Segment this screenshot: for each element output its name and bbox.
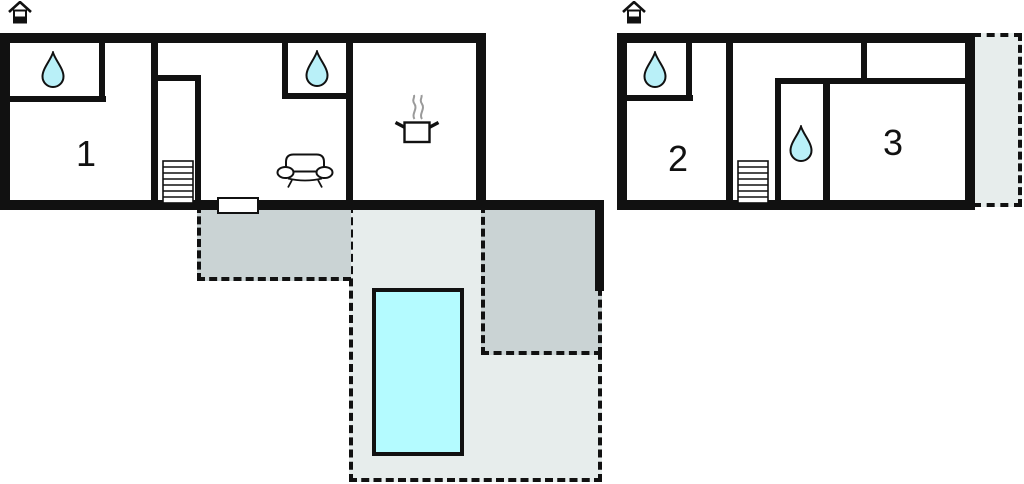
stairs-icon bbox=[162, 160, 194, 204]
water-drop-icon bbox=[789, 125, 813, 162]
bathroom1-wall-bottom bbox=[0, 96, 106, 102]
stairwell-wall-top bbox=[158, 75, 201, 81]
sofa-icon bbox=[276, 149, 334, 189]
room-label-3: 3 bbox=[882, 122, 904, 163]
bathroom4-wall-left bbox=[775, 80, 781, 200]
boundary-wall bbox=[595, 200, 604, 291]
pool bbox=[372, 288, 464, 456]
wall-top bbox=[617, 33, 975, 43]
wall-right bbox=[965, 33, 975, 210]
stairs-icon bbox=[737, 160, 769, 204]
stove-icon bbox=[393, 94, 441, 150]
bedroom2-wall bbox=[726, 43, 733, 200]
terrace-dark-right bbox=[481, 205, 602, 355]
bathroom3-wall-right bbox=[686, 43, 692, 101]
entrance-icon bbox=[622, 1, 646, 24]
water-drop-icon bbox=[41, 51, 65, 88]
hall-wall-horizontal bbox=[775, 78, 965, 84]
water-drop-icon bbox=[643, 51, 667, 88]
wall-left bbox=[0, 33, 10, 210]
boundary-wall bbox=[476, 200, 604, 210]
bathroom2-wall-left bbox=[282, 43, 288, 99]
bathroom1-wall-right bbox=[99, 43, 105, 102]
wall-left bbox=[617, 33, 627, 210]
room3-wall-left bbox=[823, 80, 830, 200]
bathroom2-wall-bottom bbox=[282, 93, 353, 99]
right-building bbox=[617, 33, 975, 210]
terrace-dark-left bbox=[197, 205, 351, 281]
kitchen-wall-left bbox=[346, 43, 353, 200]
bathroom3-wall-bottom bbox=[617, 95, 693, 101]
water-drop-icon bbox=[305, 50, 329, 87]
wall-bottom bbox=[617, 200, 975, 210]
balcony-strip bbox=[973, 33, 1022, 207]
wall-top bbox=[0, 33, 486, 43]
room-label-2: 2 bbox=[667, 138, 689, 179]
entrance-icon bbox=[8, 1, 32, 24]
top-right-room-wall bbox=[861, 43, 867, 84]
room-label-1: 1 bbox=[75, 133, 97, 174]
wall-right bbox=[476, 33, 486, 210]
door-opening bbox=[217, 197, 259, 214]
bedroom1-wall bbox=[151, 43, 158, 200]
stairwell-wall-right bbox=[195, 75, 201, 200]
